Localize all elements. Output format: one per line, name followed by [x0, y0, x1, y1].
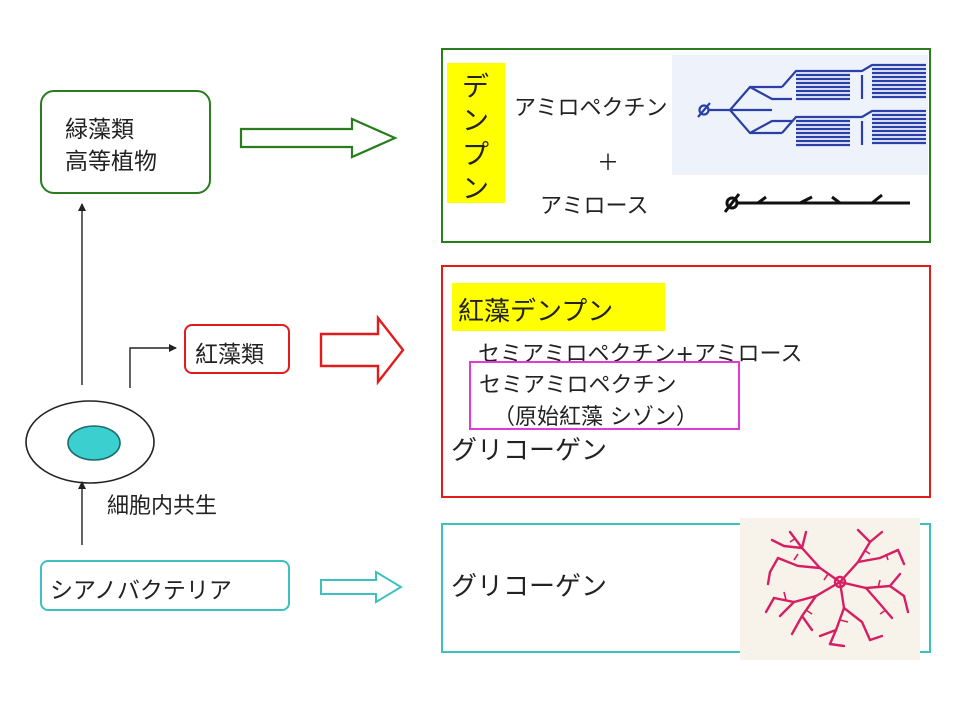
glycogen-structure-icon: [740, 518, 920, 660]
cyan-block-arrow: [320, 570, 403, 604]
green-algae-label: 緑藻類: [65, 117, 134, 143]
higher-plants-label: 高等植物: [65, 149, 157, 175]
red-block-arrow: [319, 314, 405, 386]
endosymbiosis-label: 細胞内共生: [107, 494, 218, 519]
cyan-glycogen-label: グリコーゲン: [451, 572, 608, 602]
cyanobacteria-box: シアノバクテリア: [40, 560, 290, 611]
cyanobacteria-label: シアノバクテリア: [50, 578, 232, 604]
amylopectin-structure-icon: [672, 55, 928, 175]
starch-char-1: デ: [462, 72, 489, 103]
green-block-arrow: [239, 117, 398, 159]
red-algae-label: 紅藻類: [195, 342, 264, 368]
arrow-cell-to-red-algae: [129, 344, 177, 388]
floridean-starch-title: 紅藻デンプン: [458, 297, 614, 327]
semi-amylopectin-label: セミアミロペクチン: [479, 373, 677, 398]
green-algae-box: 緑藻類 高等植物: [40, 90, 211, 194]
starch-char-3: プ: [462, 140, 489, 171]
starch-highlight: デ ン プ ン: [447, 63, 505, 205]
red-glycogen-label: グリコーゲン: [451, 436, 608, 466]
starch-char-2: ン: [462, 106, 489, 137]
red-algae-box: 紅藻類: [184, 324, 290, 374]
floridean-starch-highlight: 紅藻デンプン: [452, 283, 665, 331]
plus-sign: ＋: [597, 151, 620, 176]
cyanidioschyzon-label: （原始紅藻 シゾン）: [493, 405, 698, 430]
amylose-label: アミロース: [540, 194, 649, 219]
starch-char-4: ン: [462, 174, 489, 205]
cyanidioschyzon-box: セミアミロペクチン （原始紅藻 シゾン）: [469, 361, 740, 430]
nucleus-icon: [67, 425, 121, 461]
eukaryotic-cell-icon: [25, 400, 155, 484]
amylose-structure-icon: [723, 193, 910, 213]
amylopectin-label: アミロペクチン: [514, 96, 668, 121]
